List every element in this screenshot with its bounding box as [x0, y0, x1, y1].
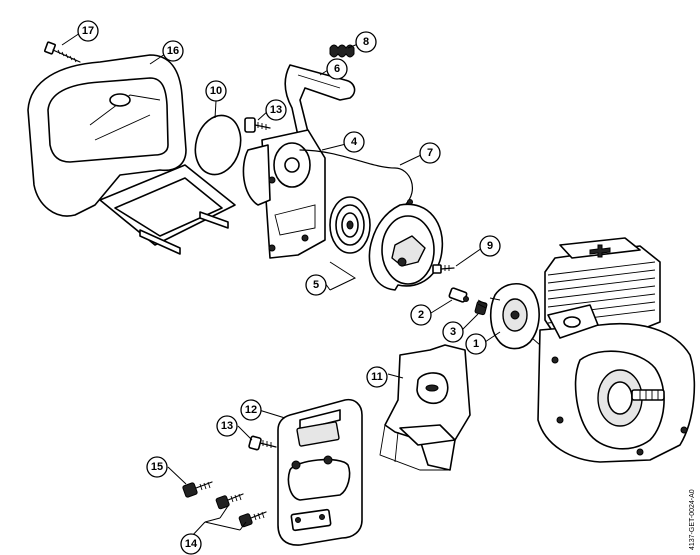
- svg-text:7: 7: [427, 147, 433, 159]
- svg-text:6: 6: [334, 63, 340, 75]
- bracket-5: [329, 261, 357, 291]
- callout-10: 10: [205, 80, 227, 102]
- heat-shield-11: [379, 344, 471, 471]
- svg-text:15: 15: [151, 461, 163, 473]
- screw-9: [432, 264, 455, 274]
- rope-rotor-5: [368, 203, 444, 291]
- svg-text:13: 13: [270, 104, 282, 116]
- screws-14: [215, 493, 267, 528]
- rewind-spring-5: [329, 196, 371, 254]
- svg-text:11: 11: [371, 371, 383, 383]
- callout-6: 6: [326, 58, 348, 80]
- shroud-16: [27, 54, 236, 255]
- callout-4: 4: [343, 131, 365, 153]
- callout-12: 12: [240, 399, 262, 421]
- callout-14: 14: [180, 533, 202, 555]
- callout-3: 3: [442, 321, 464, 343]
- callout-9: 9: [479, 235, 501, 257]
- svg-text:13: 13: [221, 420, 233, 432]
- svg-text:17: 17: [82, 25, 94, 37]
- callout-13-lower: 13: [216, 415, 238, 437]
- callout-16: 16: [162, 40, 184, 62]
- svg-text:1: 1: [473, 338, 479, 350]
- screw-15: [182, 481, 213, 498]
- nut-3: [474, 299, 488, 316]
- screw-13-upper: [244, 117, 271, 133]
- screw-17: [44, 41, 81, 63]
- callout-15: 15: [146, 456, 168, 478]
- gasket-10: [194, 114, 242, 176]
- leader-lines: [61, 32, 501, 538]
- starter-grip-6: [284, 64, 356, 146]
- bracket-14: [204, 505, 247, 531]
- callout-8: 8: [355, 31, 377, 53]
- svg-text:2: 2: [418, 309, 424, 321]
- carrier-1: [489, 282, 541, 350]
- svg-text:3: 3: [450, 326, 456, 338]
- callout-2: 2: [410, 304, 432, 326]
- svg-text:12: 12: [245, 404, 257, 416]
- callout-1: 1: [465, 333, 487, 355]
- screw-13-lower: [248, 435, 277, 451]
- callout-11: 11: [366, 366, 388, 388]
- callout-13-upper: 13: [265, 99, 287, 121]
- svg-text:9: 9: [487, 240, 493, 252]
- svg-text:16: 16: [167, 45, 179, 57]
- svg-text:14: 14: [185, 538, 198, 550]
- drawing-code: 4137-GET-0024-A0: [689, 489, 696, 550]
- svg-text:8: 8: [363, 36, 369, 48]
- engine-crankcase: [537, 237, 696, 463]
- svg-text:5: 5: [313, 279, 319, 291]
- muffler-12: [277, 398, 363, 546]
- svg-text:10: 10: [210, 85, 222, 97]
- svg-text:4: 4: [351, 136, 358, 148]
- fan-housing-4: [242, 129, 326, 259]
- callout-17: 17: [77, 20, 99, 42]
- callout-7: 7: [419, 142, 441, 164]
- stud-2: [448, 287, 469, 303]
- callout-5: 5: [305, 274, 327, 296]
